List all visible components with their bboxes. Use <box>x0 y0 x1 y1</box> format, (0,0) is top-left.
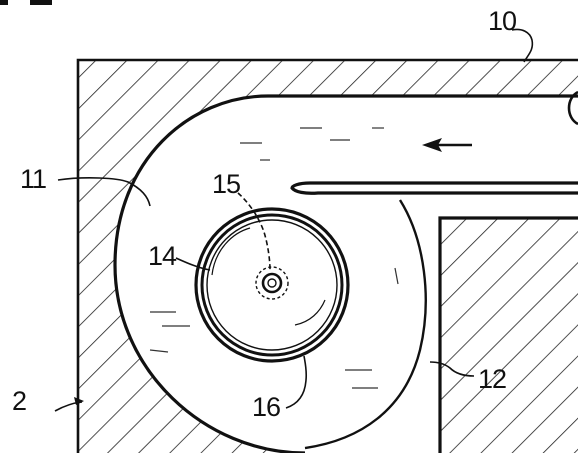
flow-marks <box>149 127 399 389</box>
volute-scroll-wall <box>304 199 427 450</box>
label-10: 10 <box>488 6 516 36</box>
label-2: 2 <box>12 386 26 416</box>
label-12: 12 <box>478 364 506 394</box>
label-14: 14 <box>148 241 177 271</box>
label-15: 15 <box>212 169 240 199</box>
housing-outline <box>76 58 578 453</box>
leader-arrowhead-2 <box>74 397 84 405</box>
label-16: 16 <box>252 392 280 422</box>
flow-direction-arrow-icon <box>422 138 472 152</box>
concrete-housing <box>78 60 578 453</box>
shaft-hub <box>255 266 289 300</box>
label-11: 11 <box>20 164 46 194</box>
cutout-wall <box>438 216 578 453</box>
pipe-fragment <box>567 90 578 126</box>
impeller <box>194 207 350 363</box>
pump-chamber-wall <box>113 94 578 453</box>
channel-lower-wall <box>290 181 578 195</box>
corner-fragment <box>0 0 52 5</box>
